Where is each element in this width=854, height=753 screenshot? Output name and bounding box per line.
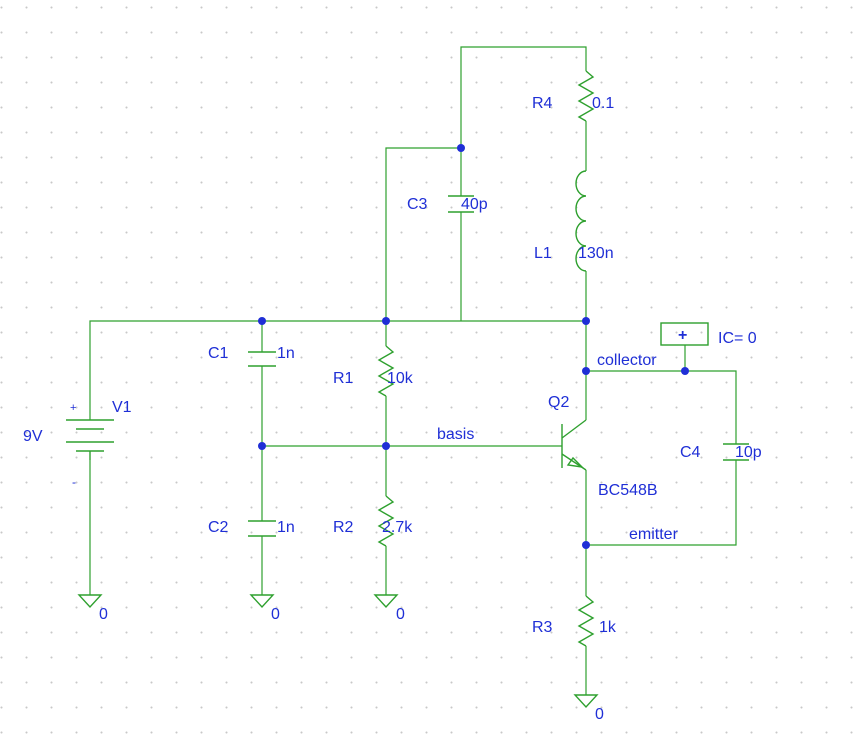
capacitor-c4 (723, 443, 749, 461)
v1-plus-sign: + (70, 402, 76, 414)
net-collector-label: collector (597, 352, 657, 369)
v1-ref: V1 (112, 399, 132, 416)
capacitor-c2 (248, 520, 276, 537)
net-basis-label: basis (437, 426, 474, 443)
ground-label: 0 (271, 606, 280, 623)
ground-icon (249, 594, 275, 609)
ground-label: 0 (396, 606, 405, 623)
l1-value: 130n (578, 245, 614, 262)
ic-plus-sign: + (678, 327, 687, 344)
junctions (258, 144, 689, 549)
battery-v1 (66, 419, 114, 460)
c2-ref: C2 (208, 519, 229, 536)
junction-dot (681, 367, 689, 375)
ic-label: IC= 0 (718, 330, 757, 347)
resistor-r1 (377, 345, 395, 397)
c2-value: 1n (277, 519, 295, 536)
junction-dot (258, 317, 266, 325)
resistor-r2 (377, 495, 395, 547)
junction-dot (457, 144, 465, 152)
c3-value: 40p (461, 196, 488, 213)
wire-feedback (385, 147, 461, 321)
r2-ref: R2 (333, 519, 354, 536)
junction-dot (582, 317, 590, 325)
wire-c3-top (460, 46, 587, 196)
r4-value: 0.1 (592, 95, 614, 112)
transistor-q2 (561, 419, 587, 471)
ic-marker-box (660, 322, 709, 346)
v1-value: 9V (23, 428, 43, 445)
q2-model: BC548B (598, 482, 658, 499)
r3-ref: R3 (532, 619, 553, 636)
junction-dot (582, 541, 590, 549)
l1-ref: L1 (534, 245, 552, 262)
ground-icon (77, 594, 103, 609)
resistor-r3 (577, 595, 595, 647)
ground-icon (373, 594, 399, 609)
r4-ref: R4 (532, 95, 553, 112)
resistor-r4 (577, 70, 595, 122)
v1-minus-sign: - (72, 475, 76, 489)
c4-ref: C4 (680, 444, 701, 461)
wire-v1-top (89, 320, 586, 420)
capacitor-c3 (448, 195, 474, 213)
wire-emitter-c4 (586, 460, 737, 546)
junction-dot (382, 317, 390, 325)
c4-value: 10p (735, 444, 762, 461)
ground-icon (573, 694, 599, 709)
c1-ref: C1 (208, 345, 229, 362)
ground-label: 0 (595, 706, 604, 723)
r1-value: 10k (387, 370, 414, 387)
inductor-l1 (575, 170, 587, 272)
q2-ref: Q2 (548, 394, 569, 411)
ground-label: 0 (99, 606, 108, 623)
junction-dot (258, 442, 266, 450)
capacitor-c1 (248, 351, 276, 367)
junction-dot (582, 367, 590, 375)
r3-value: 1k (599, 619, 617, 636)
wires (89, 46, 737, 695)
r1-ref: R1 (333, 370, 354, 387)
emitter-arrow-icon (566, 456, 584, 468)
c1-value: 1n (277, 345, 295, 362)
labels: 9V V1 + - C1 1n C2 1n C3 40p C4 10p R1 1… (23, 95, 762, 723)
r2-value: 2.7k (382, 519, 413, 536)
wire-collector-c4 (586, 370, 737, 444)
c3-ref: C3 (407, 196, 428, 213)
junction-dot (382, 442, 390, 450)
net-emitter-label: emitter (629, 526, 679, 543)
